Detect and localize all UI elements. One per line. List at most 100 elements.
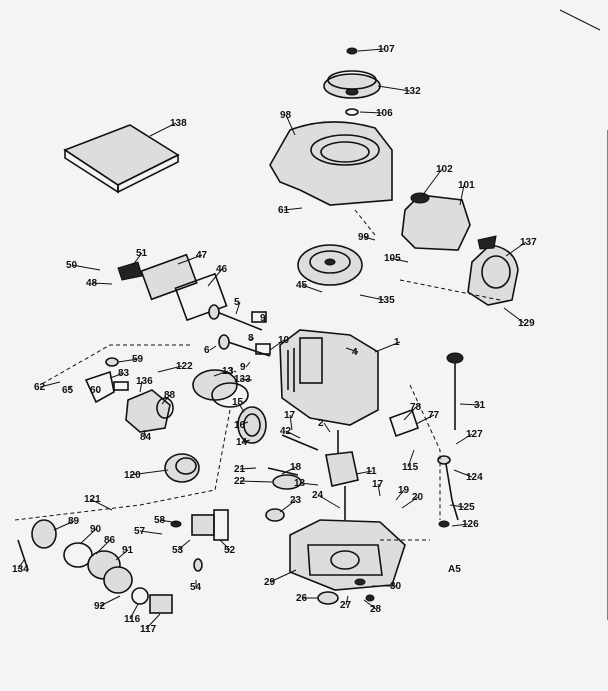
leader-45 — [301, 284, 323, 293]
part-air-filter-120 — [164, 453, 200, 483]
leader-48 — [91, 282, 113, 285]
part-label-45: 45 — [296, 280, 308, 291]
leader-16 — [239, 421, 249, 426]
part-label-20: 20 — [412, 492, 424, 503]
leader-132 — [377, 85, 411, 92]
part-label-57: 57 — [134, 526, 146, 537]
part-label-2: 2 — [318, 418, 324, 429]
leader-121 — [89, 498, 113, 511]
leader-135 — [359, 294, 385, 301]
part-label-105: 105 — [384, 253, 401, 264]
leader-99 — [363, 236, 376, 241]
leader-86 — [95, 539, 111, 555]
part-label-48: 48 — [86, 278, 98, 289]
leader-102 — [421, 168, 443, 197]
leader-61 — [283, 207, 303, 211]
part-carburetor-plate-47 — [117, 253, 228, 322]
leader-6 — [209, 345, 217, 351]
part-label-65: 65 — [62, 385, 74, 396]
part-label-86: 86 — [104, 535, 116, 546]
leader-8 — [249, 337, 255, 341]
part-label-90: 90 — [90, 524, 102, 535]
leader-65 — [67, 385, 73, 391]
leader-9 — [245, 361, 251, 368]
part-label-13: 13 — [294, 478, 306, 489]
leader-17 — [289, 414, 293, 431]
part-label-6: 6 — [204, 345, 210, 356]
part-valves-5 — [208, 304, 271, 357]
leader-42 — [285, 430, 301, 439]
part-label-31: 31 — [474, 400, 486, 411]
leader-107 — [357, 48, 385, 52]
leader-91 — [115, 549, 129, 561]
corner-mark — [559, 9, 601, 31]
part-label-116: 116 — [124, 614, 141, 625]
part-label-18: 18 — [290, 462, 302, 473]
part-washer-106 — [345, 108, 359, 116]
leader-133 — [239, 378, 253, 381]
part-label-62: 62 — [34, 382, 46, 393]
part-label-26: 26 — [296, 593, 308, 604]
part-drain-plug-26 — [317, 578, 375, 605]
leader-24 — [317, 494, 341, 509]
part-label-15: 15 — [232, 397, 244, 408]
leader-18 — [281, 466, 297, 475]
part-label-1: 1 — [394, 337, 400, 348]
leader-124 — [453, 469, 473, 478]
part-manual-138 — [63, 124, 180, 194]
part-label-9: 9 — [240, 362, 246, 373]
part-blade-adapter-89 — [17, 519, 133, 594]
leader-1 — [374, 341, 401, 353]
part-label-52: 52 — [224, 545, 236, 556]
part-label-24: 24 — [312, 490, 324, 501]
leader-47 — [177, 254, 203, 265]
leader-14 — [241, 439, 251, 443]
part-label-21: 21 — [234, 464, 246, 475]
leader-122 — [157, 365, 183, 373]
part-label-47: 47 — [196, 250, 208, 261]
leader-51 — [131, 252, 143, 267]
part-label-122: 122 — [176, 361, 193, 372]
part-crankshaft-11 — [281, 430, 359, 520]
part-label-51: 51 — [136, 248, 148, 259]
part-label-125: 125 — [458, 502, 475, 513]
leader-101 — [459, 184, 465, 206]
leader-62 — [39, 381, 61, 388]
part-label-83: 83 — [118, 368, 130, 379]
part-plate-78 — [388, 408, 420, 438]
part-label-102: 102 — [436, 164, 453, 175]
leader-120 — [129, 469, 169, 476]
part-flywheel-135 — [297, 244, 363, 286]
part-label-129: 129 — [518, 318, 535, 329]
leader-9 — [263, 317, 267, 323]
part-dipstick-31 — [437, 352, 464, 528]
part-label-135: 135 — [378, 295, 395, 306]
leader-31 — [459, 403, 481, 406]
part-label-77: 77 — [428, 410, 440, 421]
part-label-46: 46 — [216, 264, 228, 275]
leader-88 — [161, 394, 171, 405]
leader-125 — [449, 504, 465, 508]
part-gear-22 — [267, 467, 302, 490]
part-label-120: 120 — [124, 470, 141, 481]
part-label-124: 124 — [466, 472, 483, 483]
part-label-22: 22 — [234, 476, 246, 487]
part-fuel-tank-101 — [401, 192, 471, 251]
leader-3 — [233, 370, 237, 373]
part-starter-cup-132 — [323, 70, 381, 99]
part-label-28: 28 — [370, 604, 382, 615]
part-carburetor-84 — [125, 389, 174, 433]
part-label-42: 42 — [280, 426, 292, 437]
part-label-16: 16 — [234, 420, 246, 431]
part-crankcase-29 — [289, 519, 406, 591]
part-engine-block-1 — [279, 329, 379, 426]
leader-23 — [279, 499, 297, 513]
leader-89 — [53, 520, 75, 531]
leader-58 — [159, 519, 179, 524]
leader-78 — [403, 406, 417, 421]
leader-28 — [363, 599, 377, 610]
leader-115 — [407, 449, 415, 468]
part-label-17: 17 — [372, 479, 384, 490]
part-label-91: 91 — [122, 545, 134, 556]
